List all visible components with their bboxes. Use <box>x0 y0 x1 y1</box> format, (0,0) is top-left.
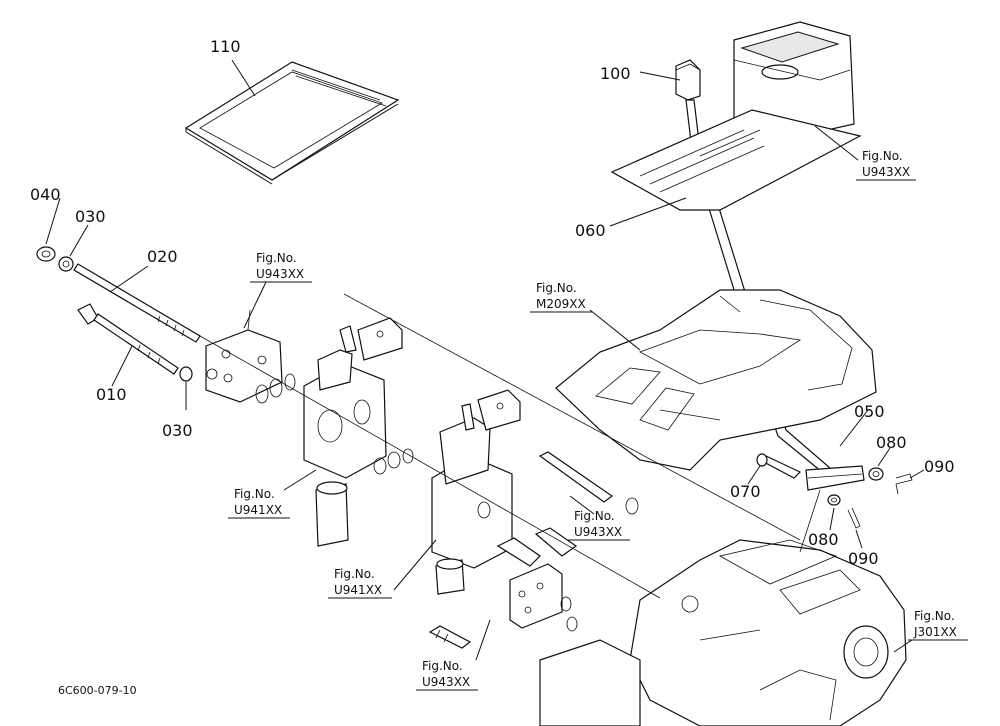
part-label-100: 100 <box>600 64 631 83</box>
figref-u943-left-code: U943XX <box>256 267 304 281</box>
figref-u943-mid-prefix: Fig.No. <box>574 509 615 523</box>
figref-m209-code: M209XX <box>536 297 586 311</box>
pivot-hardware <box>756 453 913 529</box>
figref-u941-mid-prefix: Fig.No. <box>334 567 375 581</box>
part-label-050: 050 <box>854 402 885 421</box>
figref-u943-left-prefix: Fig.No. <box>256 251 297 265</box>
part-label-060: 060 <box>575 221 606 240</box>
figref-u943-top: Fig.No. U943XX <box>856 149 916 181</box>
figref-u943-left: Fig.No. U943XX <box>250 251 312 283</box>
figref-u941-mid-code: U941XX <box>334 583 382 597</box>
figref-u943-bottom-code: U943XX <box>422 675 470 689</box>
figref-j301-code: J301XX <box>913 625 957 639</box>
figref-u941-left-prefix: Fig.No. <box>234 487 275 501</box>
valve-section-2 <box>428 389 639 649</box>
drawing-code: 6C600-079-10 <box>58 684 137 697</box>
floor-panel <box>555 289 877 471</box>
figref-u943-mid-code: U943XX <box>574 525 622 539</box>
figref-u943-mid: Fig.No. U943XX <box>568 509 630 541</box>
part-label-080-top: 080 <box>876 433 907 452</box>
bolts-and-washers <box>36 246 201 382</box>
part-label-030-top: 030 <box>75 207 106 226</box>
figref-u941-left: Fig.No. U941XX <box>228 487 290 519</box>
part-label-030-bottom: 030 <box>162 421 193 440</box>
mounting-bracket <box>205 309 283 403</box>
figref-u943-bottom-prefix: Fig.No. <box>422 659 463 673</box>
transmission-housing <box>539 539 907 726</box>
part-label-110: 110 <box>210 37 241 56</box>
figref-m209-prefix: Fig.No. <box>536 281 577 295</box>
figref-j301-prefix: Fig.No. <box>914 609 955 623</box>
figref-u941-left-code: U941XX <box>234 503 282 517</box>
figref-u941-mid: Fig.No. U941XX <box>328 567 392 599</box>
part-label-010: 010 <box>96 385 127 404</box>
part-label-090-top: 090 <box>924 457 955 476</box>
figref-u943-top-code: U943XX <box>862 165 910 179</box>
valve-section-1 <box>255 317 414 547</box>
part-label-080-bottom: 080 <box>808 530 839 549</box>
part-label-020: 020 <box>147 247 178 266</box>
part-label-040: 040 <box>30 185 61 204</box>
manual-booklet <box>184 61 400 185</box>
part-label-070: 070 <box>730 482 761 501</box>
top-console <box>610 21 862 211</box>
figref-u943-bottom: Fig.No. U943XX <box>416 659 478 691</box>
figref-j301: Fig.No. J301XX <box>908 609 968 641</box>
figref-u943-top-prefix: Fig.No. <box>862 149 903 163</box>
figref-m209: Fig.No. M209XX <box>530 281 592 313</box>
part-label-090-bottom: 090 <box>848 549 879 568</box>
